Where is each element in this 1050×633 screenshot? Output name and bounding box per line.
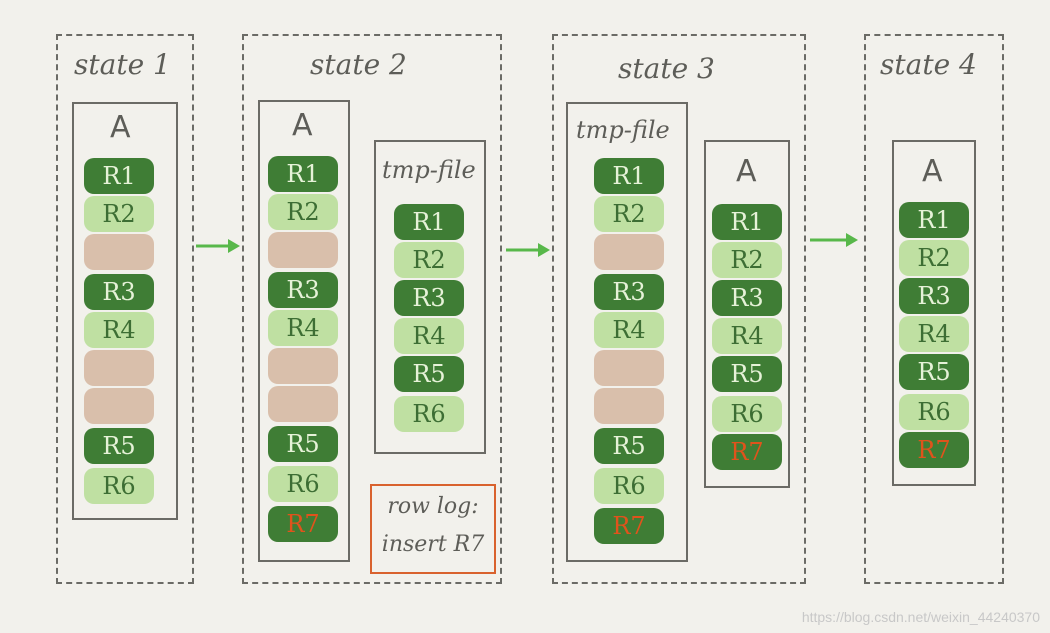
state-3-row-r2: R2 [712, 242, 782, 278]
state-3-row-r7-new: R7 [712, 434, 782, 470]
state-2-tmp-row-r4: R4 [394, 318, 464, 354]
state-4-row-r6: R6 [899, 394, 969, 430]
state-1-empty-slot [84, 350, 154, 386]
state-2-tmp-row-r3: R3 [394, 280, 464, 316]
state-3-tmp-row-r1: R1 [594, 158, 664, 194]
state-2-row-r2: R2 [268, 194, 338, 230]
state-4-row-r5: R5 [899, 354, 969, 390]
state-3-tmp-row-r6: R6 [594, 468, 664, 504]
state-2-tmp-row-r2: R2 [394, 242, 464, 278]
state-3-empty-slot [594, 388, 664, 424]
state-2-table-a [258, 100, 350, 562]
state-2-row-r3: R3 [268, 272, 338, 308]
state-4-row-r4: R4 [899, 316, 969, 352]
state-3-tmp-row-r5: R5 [594, 428, 664, 464]
state-1-table-a-name: A [110, 110, 131, 145]
state-1-title: state 1 [74, 48, 171, 81]
state-3-tmp-row-r3: R3 [594, 274, 664, 310]
row-log-line-1: row log: [387, 494, 479, 519]
arrow-state-1-to-2 [196, 239, 240, 253]
state-4-row-r3: R3 [899, 278, 969, 314]
state-1-row-r4: R4 [84, 312, 154, 348]
state-3-table-a-name: A [736, 154, 757, 189]
state-2-table-a-name: A [292, 108, 313, 143]
arrow-state-2-to-3 [506, 243, 550, 257]
state-2-empty-slot [268, 348, 338, 384]
state-3-tmp-row-r4: R4 [594, 312, 664, 348]
state-3-tmp-file-name: tmp-file [576, 116, 670, 144]
row-log-line-2: insert R7 [381, 532, 485, 557]
state-3-tmp-row-r7-new: R7 [594, 508, 664, 544]
state-2-empty-slot [268, 386, 338, 422]
state-4-table-a [892, 140, 976, 486]
arrow-state-3-to-4 [810, 233, 858, 247]
state-3-row-r4: R4 [712, 318, 782, 354]
state-3-row-r1: R1 [712, 204, 782, 240]
state-3-table-a [704, 140, 790, 488]
state-1-empty-slot [84, 234, 154, 270]
state-3-empty-slot [594, 350, 664, 386]
state-4-table-a-name: A [922, 154, 943, 189]
state-2-tmp-row-r1: R1 [394, 204, 464, 240]
state-4-row-r7-new: R7 [899, 432, 969, 468]
state-2-tmp-file [374, 140, 486, 454]
state-2-empty-slot [268, 232, 338, 268]
state-2-tmp-file-name: tmp-file [382, 156, 476, 184]
state-4-title: state 4 [880, 48, 977, 81]
state-1-row-r2: R2 [84, 196, 154, 232]
state-3-title: state 3 [618, 52, 715, 85]
state-3-frame [552, 34, 806, 584]
state-4-row-r2: R2 [899, 240, 969, 276]
state-4-frame [864, 34, 1004, 584]
state-1-table-a [72, 102, 178, 520]
state-1-frame [56, 34, 194, 584]
state-3-tmp-file [566, 102, 688, 562]
state-1-row-r3: R3 [84, 274, 154, 310]
state-2-tmp-row-r6: R6 [394, 396, 464, 432]
state-1-row-r5: R5 [84, 428, 154, 464]
state-4-row-r1: R1 [899, 202, 969, 238]
watermark-url: https://blog.csdn.net/weixin_44240370 [801, 609, 1040, 625]
state-2-row-r7-new: R7 [268, 506, 338, 542]
state-2-row-r5: R5 [268, 426, 338, 462]
state-2-row-r4: R4 [268, 310, 338, 346]
state-2-frame [242, 34, 502, 584]
state-3-tmp-row-r2: R2 [594, 196, 664, 232]
state-2-row-r1: R1 [268, 156, 338, 192]
state-3-row-r6: R6 [712, 396, 782, 432]
row-log-box: row log: insert R7 [370, 484, 496, 574]
state-3-row-r3: R3 [712, 280, 782, 316]
state-1-empty-slot [84, 388, 154, 424]
state-3-row-r5: R5 [712, 356, 782, 392]
state-1-row-r1: R1 [84, 158, 154, 194]
state-2-tmp-row-r5: R5 [394, 356, 464, 392]
state-1-row-r6: R6 [84, 468, 154, 504]
state-2-title: state 2 [310, 48, 407, 81]
state-2-row-r6: R6 [268, 466, 338, 502]
state-3-empty-slot [594, 234, 664, 270]
